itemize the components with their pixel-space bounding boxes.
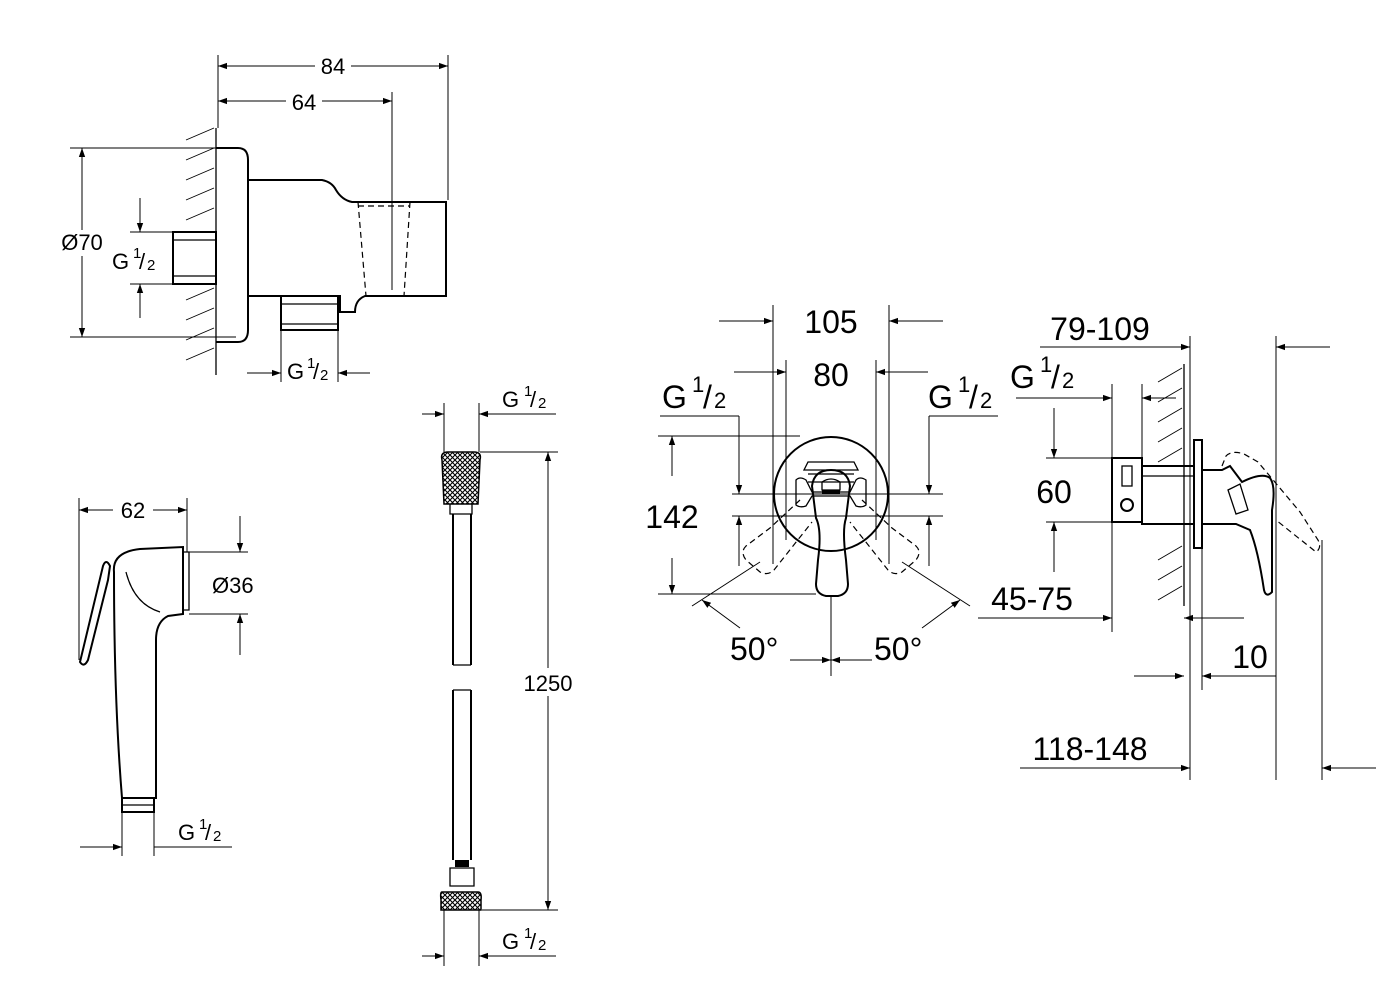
svg-text:1: 1 xyxy=(692,372,704,397)
svg-text:2: 2 xyxy=(320,367,328,384)
dim-60: 60 xyxy=(1036,474,1072,510)
thread-label-hose-top: G 1 / 2 xyxy=(502,383,546,412)
dim-62: 62 xyxy=(121,498,145,523)
svg-text:G: G xyxy=(112,249,129,274)
svg-text:1: 1 xyxy=(958,372,970,397)
angle-left: 50° xyxy=(730,631,778,667)
mixer-lever xyxy=(810,468,852,597)
wall-connector-thread-bottom xyxy=(280,295,339,331)
dim-1250: 1250 xyxy=(524,671,573,696)
svg-text:1: 1 xyxy=(133,245,141,262)
thread-label-wall-bottom: G 1 / 2 xyxy=(287,355,328,384)
svg-text:/: / xyxy=(139,249,146,274)
hose-nut-top xyxy=(440,451,482,505)
svg-text:G: G xyxy=(287,359,304,384)
hand-shower-view: 62 Ø36 G 1 / 2 xyxy=(78,497,254,856)
mixer-front-view: 105 80 G 1 / 2 G 1 / 2 14 xyxy=(645,304,998,676)
dim-diameter-70: Ø70 xyxy=(61,230,103,255)
hand-shower-body xyxy=(112,545,184,799)
svg-text:1: 1 xyxy=(199,816,207,833)
mixer-side-handle xyxy=(1201,464,1275,596)
hose-view: G 1 / 2 1250 G 1 / 2 xyxy=(422,383,582,966)
wall-connector-view: 84 64 Ø70 G 1 / 2 G 1 / 2 xyxy=(56,53,449,384)
hose-nut-bottom xyxy=(439,891,482,911)
dim-10: 10 xyxy=(1232,639,1268,675)
mixer-side-view: 79-109 G 1 / 2 60 45-75 10 118-148 xyxy=(978,311,1376,780)
wall-hatch-side xyxy=(1157,364,1185,606)
dim-45-75: 45-75 xyxy=(991,581,1073,617)
dim-64: 64 xyxy=(292,90,316,115)
dim-118-148: 118-148 xyxy=(1032,731,1147,767)
svg-text:/: / xyxy=(969,379,978,415)
svg-text:1: 1 xyxy=(1040,352,1052,377)
wall-connector-flange xyxy=(216,147,249,343)
svg-text:2: 2 xyxy=(1062,368,1074,393)
dim-142: 142 xyxy=(645,499,698,535)
svg-text:/: / xyxy=(205,820,212,845)
svg-text:/: / xyxy=(530,929,537,954)
wall-connector-body xyxy=(248,179,447,313)
dim-79-109: 79-109 xyxy=(1050,311,1150,347)
hand-shower-lever xyxy=(78,561,112,666)
svg-text:G: G xyxy=(178,820,195,845)
thread-label-mixer-left: G 1 / 2 xyxy=(662,372,726,415)
svg-text:/: / xyxy=(313,359,320,384)
svg-text:2: 2 xyxy=(538,937,546,954)
mixer-valve-body xyxy=(1111,457,1143,523)
svg-text:1: 1 xyxy=(307,355,315,372)
dim-diameter-36: Ø36 xyxy=(212,573,254,598)
svg-text:G: G xyxy=(662,379,687,415)
dim-80: 80 xyxy=(813,357,849,393)
thread-label-mixer-side: G 1 / 2 xyxy=(1010,352,1074,395)
thread-label-wall-left: G 1 / 2 xyxy=(112,245,155,274)
svg-text:/: / xyxy=(530,387,537,412)
thread-label-mixer-right: G 1 / 2 xyxy=(928,372,992,415)
dim-84: 84 xyxy=(321,54,345,79)
svg-text:1: 1 xyxy=(524,925,532,942)
svg-text:/: / xyxy=(1051,359,1060,395)
svg-text:G: G xyxy=(502,929,519,954)
svg-text:2: 2 xyxy=(980,388,992,413)
wall-connector-thread-left xyxy=(172,231,217,285)
thread-label-hose-bottom: G 1 / 2 xyxy=(502,925,546,954)
dim-105: 105 xyxy=(804,304,857,340)
svg-text:2: 2 xyxy=(714,388,726,413)
angle-right: 50° xyxy=(874,631,922,667)
svg-text:1: 1 xyxy=(524,383,532,400)
svg-text:2: 2 xyxy=(147,257,155,274)
svg-text:G: G xyxy=(928,379,953,415)
svg-text:/: / xyxy=(703,379,712,415)
svg-text:2: 2 xyxy=(538,395,546,412)
thread-label-hand-shower: G 1 / 2 xyxy=(178,816,221,845)
wall-hatch xyxy=(185,127,217,375)
svg-text:G: G xyxy=(1010,359,1035,395)
svg-text:G: G xyxy=(502,387,519,412)
svg-text:2: 2 xyxy=(213,828,221,845)
